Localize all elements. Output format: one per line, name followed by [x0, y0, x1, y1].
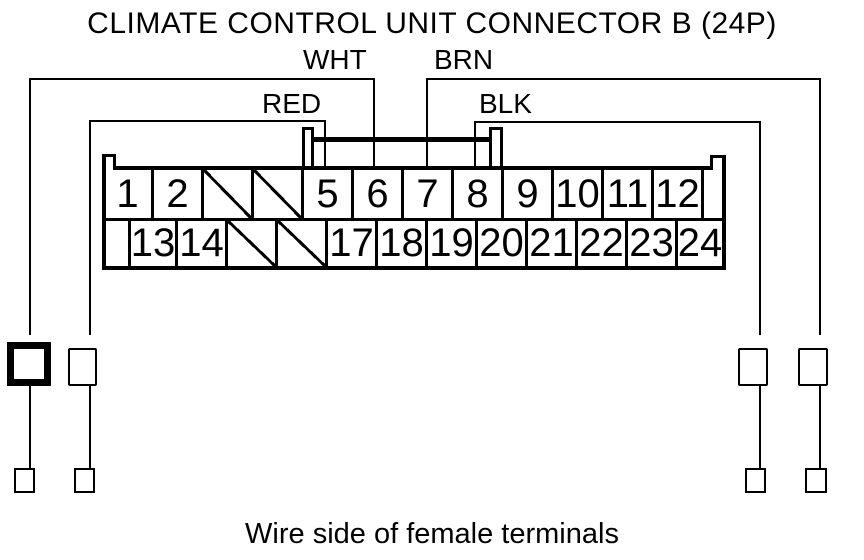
pin-cell-20: 20 — [478, 221, 528, 266]
pin-cell-19: 19 — [428, 221, 478, 266]
pin-number: 17 — [329, 221, 374, 265]
red-wire-horizontal — [89, 120, 326, 122]
red-terminal-box — [68, 348, 97, 386]
pin-number: 6 — [366, 171, 389, 216]
blk-wire-horizontal — [474, 121, 761, 123]
latch-right-tab-top — [489, 127, 503, 130]
pin-cell-13: 13 — [128, 221, 178, 266]
connector-right-notch-top — [710, 155, 726, 158]
latch-left-tab-top — [302, 127, 314, 130]
pin-number: 21 — [529, 221, 574, 265]
connector-right-notch-side — [710, 155, 713, 169]
pin-cell-8: 8 — [454, 170, 504, 218]
red-wire-end-box — [74, 468, 95, 493]
pin-cell-1: 1 — [104, 170, 154, 218]
pin-number: 24 — [677, 221, 723, 265]
wire-label-brn: BRN — [434, 44, 494, 75]
pin-number: 2 — [166, 171, 189, 216]
latch-bar — [314, 137, 489, 142]
wire-label-wht: WHT — [303, 44, 367, 75]
pin-cell-18: 18 — [378, 221, 428, 266]
blk-wire-vertical — [759, 121, 761, 335]
wire-label-blk: BLK — [479, 88, 532, 119]
red-wire-lower — [89, 386, 91, 468]
pin-number: 20 — [479, 221, 524, 265]
blocked-cell — [254, 170, 304, 218]
pin-number: 8 — [466, 171, 489, 216]
blocked-cell — [278, 221, 328, 266]
brn-wire-lower — [819, 386, 821, 468]
wire-label-red: RED — [262, 88, 322, 119]
wht-wire-drop-to-pin6 — [373, 78, 375, 170]
pin-number: 9 — [516, 171, 539, 216]
pin-number: 18 — [379, 221, 424, 265]
pin-cell-24: 24 — [677, 221, 723, 266]
pin-number: 12 — [655, 171, 700, 216]
pin-cell-23: 23 — [628, 221, 678, 266]
pin-number: 1 — [116, 171, 139, 216]
red-wire-drop-to-pin5 — [324, 120, 326, 170]
brn-wire-end-box — [805, 468, 827, 493]
pin-cell-10: 10 — [554, 170, 604, 218]
connector-row-divider — [106, 218, 722, 221]
connector-top-edge — [113, 166, 713, 170]
pin-cell-5: 5 — [304, 170, 354, 218]
blk-wire-drop-to-pin8 — [474, 121, 476, 170]
diagram-caption: Wire side of female terminals — [245, 518, 619, 550]
blk-wire-end-box — [745, 468, 766, 493]
connector-right-edge — [722, 155, 726, 270]
pin-number: 7 — [416, 171, 439, 216]
wht-wire-lower — [29, 386, 31, 468]
pin-cell-12: 12 — [654, 170, 704, 218]
pin-number: 19 — [429, 221, 474, 265]
pin-number: 22 — [579, 221, 624, 265]
brn-terminal-box — [798, 348, 828, 386]
pin-cell-9: 9 — [504, 170, 554, 218]
connector-bottom-edge — [102, 266, 726, 270]
pin-cell-6: 6 — [354, 170, 404, 218]
pin-number: 14 — [179, 221, 224, 265]
wht-wire-vertical — [29, 78, 31, 335]
pin-cell-17: 17 — [328, 221, 378, 266]
pin-cell-11: 11 — [604, 170, 654, 218]
brn-wire-horizontal — [426, 78, 821, 80]
red-wire-vertical — [89, 120, 91, 335]
latch-right-tab-left — [489, 127, 492, 168]
pin-number: 5 — [316, 171, 339, 216]
diagram-title: CLIMATE CONTROL UNIT CONNECTOR B (24P) — [87, 7, 777, 40]
pin-cell-7: 7 — [404, 170, 454, 218]
pin-cell-21: 21 — [528, 221, 578, 266]
blk-wire-lower — [759, 386, 761, 468]
wht-wire-end-box — [14, 468, 35, 493]
connector-left-notch-top — [102, 154, 116, 157]
blocked-cell — [228, 221, 278, 266]
latch-right-tab-right — [500, 127, 503, 168]
latch-left-tab-left — [302, 127, 305, 168]
connector-left-notch-side — [113, 154, 116, 169]
brn-wire-drop-to-pin7 — [426, 78, 428, 170]
pin-cell-22: 22 — [578, 221, 628, 266]
pin-cell-14: 14 — [178, 221, 228, 266]
connector-left-edge — [102, 154, 106, 270]
pin-number: 11 — [606, 171, 649, 216]
pin-number: 13 — [130, 221, 176, 265]
pin-number: 10 — [555, 171, 600, 216]
brn-wire-vertical — [819, 78, 821, 335]
latch-left-tab-right — [311, 127, 314, 168]
blocked-cell — [204, 170, 254, 218]
wht-wire-horizontal — [29, 78, 375, 80]
blk-terminal-box — [738, 348, 768, 386]
wht-terminal-box — [7, 342, 51, 386]
pin-cell-2: 2 — [154, 170, 204, 218]
pin-number: 23 — [629, 221, 674, 265]
